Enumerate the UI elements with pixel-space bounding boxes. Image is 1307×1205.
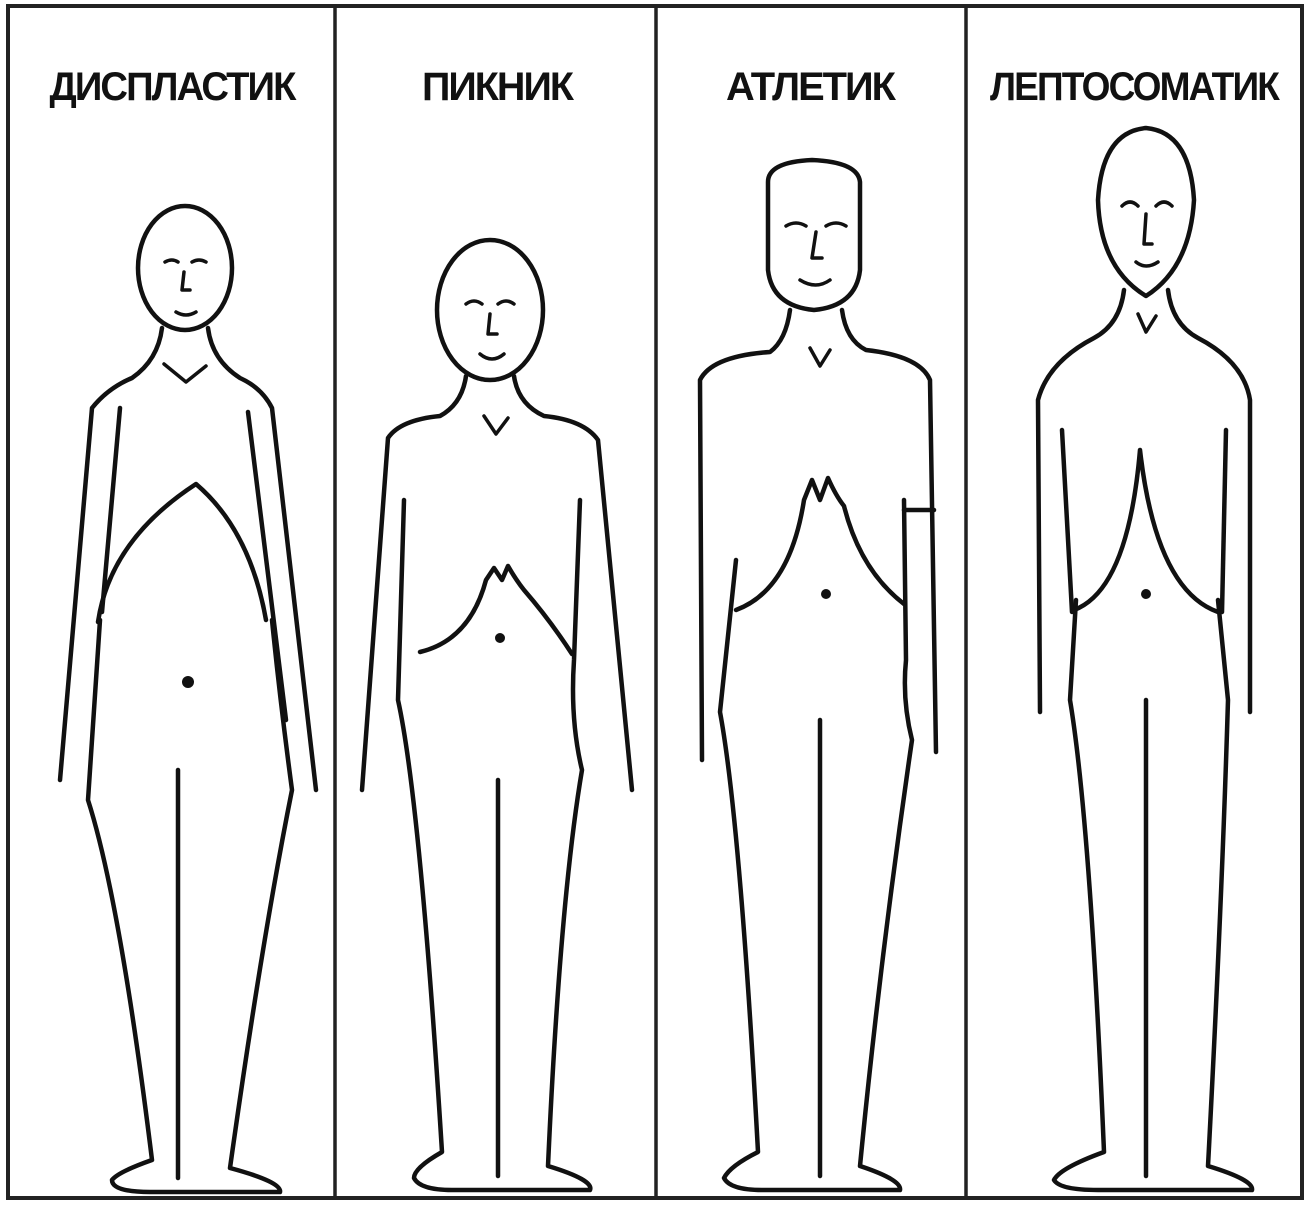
body-outline — [1038, 290, 1252, 1190]
body-outline — [362, 376, 632, 1190]
inner-arm-left — [1062, 430, 1072, 612]
pyknic-figure — [362, 240, 632, 1190]
panel-athletic: АТЛЕТИК — [700, 65, 936, 1190]
inner-arm-right — [1222, 430, 1226, 612]
collar — [1138, 314, 1156, 332]
leptosomatic-figure — [1038, 128, 1252, 1190]
athletic-figure — [700, 160, 936, 1190]
navel — [821, 589, 831, 599]
dysplastic-figure — [60, 206, 316, 1192]
panel-title: АТЛЕТИК — [726, 65, 897, 109]
panel-dysplastic: ДИСПЛАСТИК — [50, 65, 317, 1192]
collar — [810, 348, 830, 366]
panel-leptosomatic: ЛЕПТОСОМАТИК — [990, 65, 1280, 1190]
body-outline — [60, 328, 316, 1192]
face — [1122, 202, 1172, 266]
navel — [182, 676, 194, 688]
head — [138, 206, 232, 330]
navel — [495, 633, 505, 643]
panel-pyknic: ПИКНИК — [362, 65, 632, 1190]
face — [165, 260, 206, 315]
chest-line — [736, 478, 904, 610]
chest-line — [1074, 450, 1218, 612]
collar — [484, 416, 508, 434]
torso-arc — [98, 484, 266, 622]
head — [1098, 128, 1194, 296]
panel-title: ЛЕПТОСОМАТИК — [990, 65, 1280, 109]
face — [786, 223, 846, 285]
panel-title: ПИКНИК — [422, 65, 575, 109]
collar — [164, 364, 206, 382]
body-outline — [700, 310, 936, 1190]
navel — [1141, 589, 1151, 599]
face — [466, 301, 514, 359]
panel-title: ДИСПЛАСТИК — [50, 65, 297, 109]
